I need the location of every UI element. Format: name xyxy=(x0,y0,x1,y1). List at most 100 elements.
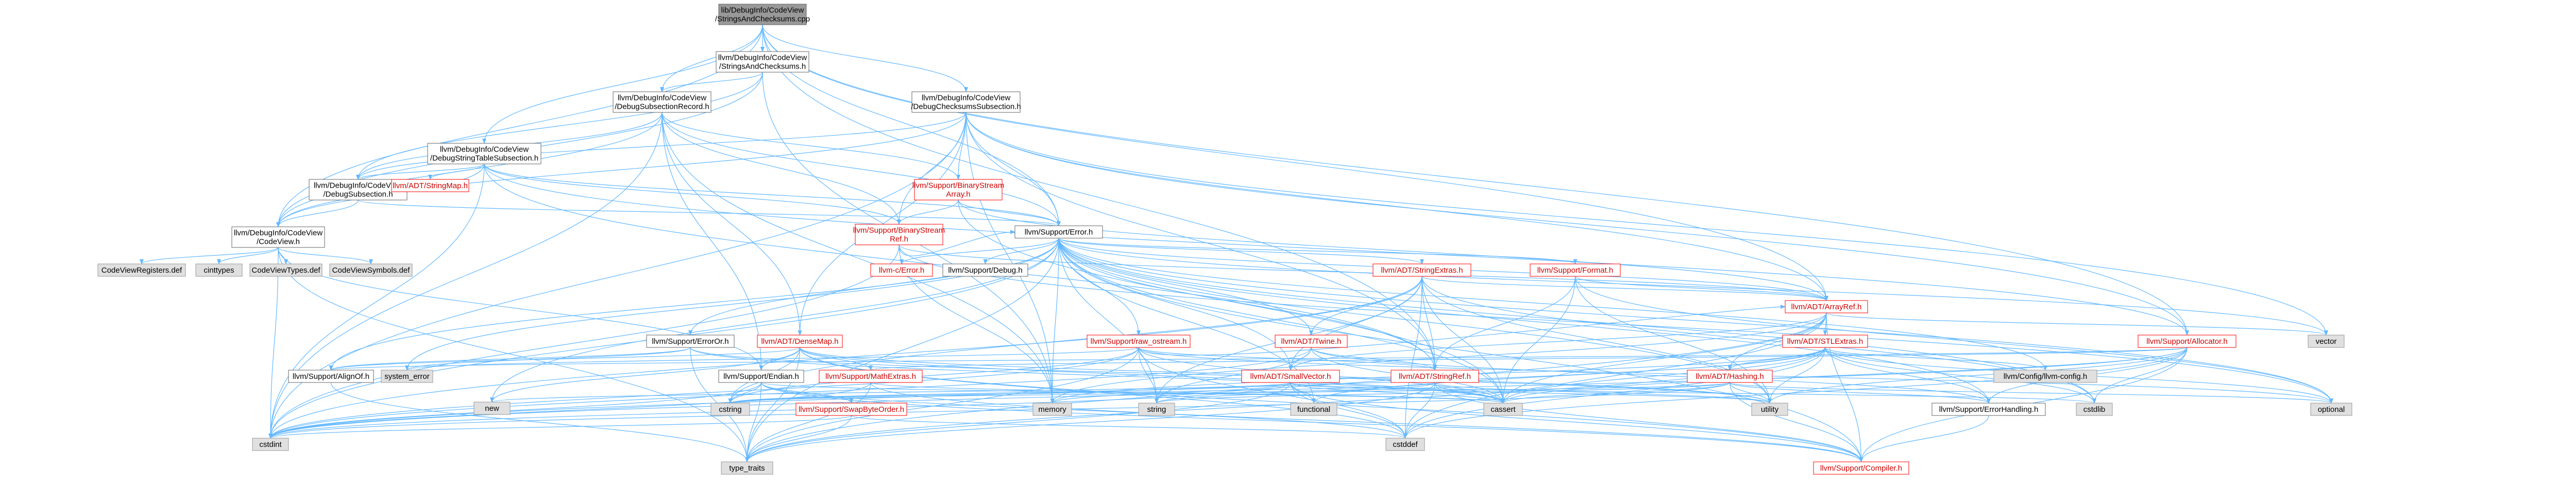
node-utility[interactable]: utility xyxy=(1751,403,1788,416)
node-llvm-support-alignof-h[interactable]: llvm/Support/AlignOf.h xyxy=(288,370,374,383)
edge-hashing_h-to-optional xyxy=(1729,382,2333,404)
edge-stlextras_h-to-errorhandling_h xyxy=(1824,347,1991,404)
edge-stringref_h-to-compiler_h xyxy=(1434,382,1863,462)
node-box xyxy=(97,263,186,277)
node-box xyxy=(710,403,750,416)
node-functional[interactable]: functional xyxy=(1290,403,1337,416)
node-llvm-adt-stlextras-h[interactable]: llvm/ADT/STLExtras.h xyxy=(1782,335,1868,348)
node-llvm-adt-arrayref-h[interactable]: llvm/ADT/ArrayRef.h xyxy=(1785,300,1868,313)
edge-allocator_h-to-cstddef xyxy=(1403,347,2188,439)
node-cstdlib[interactable]: cstdlib xyxy=(2076,403,2113,416)
edge-endian_h-to-cstdint xyxy=(268,382,762,439)
node-label: /CodeView.h xyxy=(257,238,300,246)
node-box xyxy=(1032,403,1072,416)
node-llvm-debuginfo-codeview-debugchecksumssubsection-h[interactable]: llvm/DebugInfo/CodeView/DebugChecksumsSu… xyxy=(911,91,1021,113)
node-label: llvm/Support/Debug.h xyxy=(948,266,1022,275)
edge-arrayref_h-to-hashing_h xyxy=(1727,312,1827,371)
node-codeviewsymbols-def[interactable]: CodeViewSymbols.def xyxy=(329,263,413,277)
node-label: llvm/Support/raw_ostream.h xyxy=(1091,337,1187,346)
node-llvm-adt-smallvector-h[interactable]: llvm/ADT/SmallVector.h xyxy=(1241,370,1340,383)
node-vector[interactable]: vector xyxy=(2308,335,2345,348)
node-box xyxy=(1782,335,1868,348)
node-llvm-adt-twine-h[interactable]: llvm/ADT/Twine.h xyxy=(1275,335,1348,348)
edge-error_h-to-compiler_h xyxy=(1058,238,1863,462)
edge-erroror_h-to-cassert xyxy=(690,347,1505,404)
node-llvm-support-allocator-h[interactable]: llvm/Support/Allocator.h xyxy=(2138,335,2236,348)
node-cassert[interactable]: cassert xyxy=(1483,403,1523,416)
node-codeviewtypes-def[interactable]: CodeViewTypes.def xyxy=(249,263,323,277)
node-llvm-debuginfo-codeview-debugstringtablesubsection-h[interactable]: llvm/DebugInfo/CodeView/DebugStringTable… xyxy=(427,143,541,164)
node-label: string xyxy=(1147,405,1166,414)
node-box xyxy=(942,263,1028,277)
node-llvm-support-erroror-h[interactable]: llvm/Support/ErrorOr.h xyxy=(646,335,735,348)
node-optional[interactable]: optional xyxy=(2310,403,2352,416)
node-box xyxy=(2138,335,2236,348)
node-llvm-config-llvm-config-h[interactable]: llvm/Config/llvm-config.h xyxy=(1993,370,2097,383)
node-cstring[interactable]: cstring xyxy=(710,403,750,416)
node-codeviewregisters-def[interactable]: CodeViewRegisters.def xyxy=(97,263,186,277)
node-cstddef[interactable]: cstddef xyxy=(1385,438,1425,451)
node-llvm-adt-stringmap-h[interactable]: llvm/ADT/StringMap.h xyxy=(391,179,469,192)
node-type-traits[interactable]: type_traits xyxy=(721,461,773,475)
edge-stringref_h-to-cstring xyxy=(728,382,1435,404)
node-label: vector xyxy=(2316,337,2337,346)
edge-arrayref_h-to-cassert xyxy=(1501,312,1827,404)
node-box xyxy=(1391,370,1479,383)
node-llvm-debuginfo-codeview-codeview-h[interactable]: llvm/DebugInfo/CodeView/CodeView.h xyxy=(231,226,325,248)
node-llvm-c-error-h[interactable]: llvm-c/Error.h xyxy=(870,263,933,277)
node-label: llvm/Support/AlignOf.h xyxy=(293,372,369,381)
node-llvm-debuginfo-codeview-stringsandchecksums-h[interactable]: llvm/DebugInfo/CodeView/StringsAndChecks… xyxy=(716,51,809,73)
node-llvm-support-compiler-h[interactable]: llvm/Support/Compiler.h xyxy=(1813,461,1909,475)
edge-error_h-to-config_h xyxy=(1058,238,2047,371)
node-box xyxy=(1993,370,2097,383)
edge-root-to-allocator_h xyxy=(762,24,2189,336)
node-llvm-support-errorhandling-h[interactable]: llvm/Support/ErrorHandling.h xyxy=(1931,403,2046,416)
edge-rawostream_h-to-arrayref_h xyxy=(1138,305,1786,356)
edge-mathextras_h-to-compiler_h xyxy=(870,382,1863,462)
node-label: cassert xyxy=(1490,405,1516,414)
node-label: llvm/ADT/Twine.h xyxy=(1281,337,1342,346)
node-cinttypes[interactable]: cinttypes xyxy=(195,263,243,277)
node-llvm-support-debug-h[interactable]: llvm/Support/Debug.h xyxy=(942,263,1028,277)
node-llvm-support-mathextras-h[interactable]: llvm/Support/MathExtras.h xyxy=(819,370,923,383)
node-string[interactable]: string xyxy=(1138,403,1175,416)
node-label: CodeViewTypes.def xyxy=(251,266,320,275)
edge-erroror_h-to-utility xyxy=(690,347,1772,404)
edge-root-to-dsr_h xyxy=(660,24,763,92)
node-cstdint[interactable]: cstdint xyxy=(252,438,289,451)
edge-dst_h-to-error_h xyxy=(484,163,1061,226)
node-llvm-adt-stringref-h[interactable]: llvm/ADT/StringRef.h xyxy=(1391,370,1479,383)
node-llvm-support-error-h[interactable]: llvm/Support/Error.h xyxy=(1014,225,1103,239)
edge-stlextras_h-to-cstdlib xyxy=(1824,347,2096,404)
node-llvm-support-swapbyteorder-h[interactable]: llvm/Support/SwapByteOrder.h xyxy=(795,403,907,416)
edge-rawostream_h-to-cstdint xyxy=(268,347,1139,439)
node-label: llvm/DebugInfo/CodeView xyxy=(922,94,1010,103)
node-label: llvm/ADT/StringMap.h xyxy=(393,181,468,190)
node-label: llvm/Support/Format.h xyxy=(1537,266,1614,275)
node-llvm-adt-densemap-h[interactable]: llvm/ADT/DenseMap.h xyxy=(757,335,843,348)
edge-dcs_h-to-densemap_h xyxy=(798,112,967,336)
edge-arrayref_h-to-type_traits xyxy=(745,312,1827,462)
node-label: llvm/ADT/StringRef.h xyxy=(1399,372,1471,381)
edge-endian_h-to-cassert xyxy=(760,382,1505,404)
edge-stringref_h-to-cstddef xyxy=(1403,382,1435,439)
node-box xyxy=(870,263,933,277)
node-llvm-adt-hashing-h[interactable]: llvm/ADT/Hashing.h xyxy=(1687,370,1773,383)
node-llvm-support-format-h[interactable]: llvm/Support/Format.h xyxy=(1530,263,1621,277)
edge-error_h-to-vector xyxy=(1058,238,2328,336)
node-llvm-adt-stringextras-h[interactable]: llvm/ADT/StringExtras.h xyxy=(1372,263,1471,277)
node-label: llvm/ADT/DenseMap.h xyxy=(761,337,838,346)
node-llvm-support-endian-h[interactable]: llvm/Support/Endian.h xyxy=(718,370,804,383)
node-llvm-debuginfo-codeview-debugsubsectionrecord-h[interactable]: llvm/DebugInfo/CodeView/DebugSubsectionR… xyxy=(613,91,711,113)
node-label: optional xyxy=(2318,405,2345,414)
node-label: llvm/Support/BinaryStream xyxy=(853,226,945,235)
node-system-error[interactable]: system_error xyxy=(381,370,433,383)
node-label: cstddef xyxy=(1393,440,1418,449)
node-new[interactable]: new xyxy=(473,402,511,415)
node-memory[interactable]: memory xyxy=(1032,403,1072,416)
node-box xyxy=(381,370,433,383)
node-llvm-support-raw-ostream-h[interactable]: llvm/Support/raw_ostream.h xyxy=(1087,335,1191,348)
node-llvm-debuginfo-codeview-debugsubsection-h[interactable]: llvm/DebugInfo/CodeView/DebugSubsection.… xyxy=(309,179,408,201)
